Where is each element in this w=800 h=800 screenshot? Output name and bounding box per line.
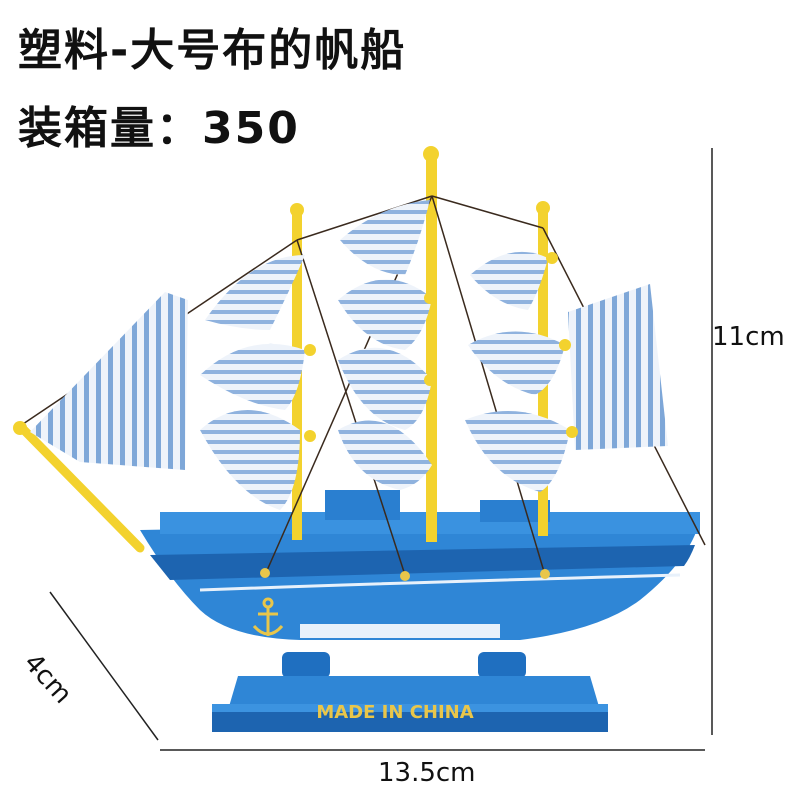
stand-text: MADE IN CHINA	[316, 702, 473, 723]
fore-sail-low	[200, 410, 300, 510]
anchor-icon	[252, 597, 284, 636]
yard-knobs	[13, 146, 578, 442]
deck-pins	[260, 568, 550, 581]
hull	[140, 490, 700, 640]
height-label: 11cm	[712, 322, 785, 352]
mizzen-sail-low	[465, 411, 570, 492]
main-sail-mid	[338, 347, 432, 430]
main-sail-top	[340, 200, 430, 275]
stand	[212, 652, 608, 732]
jib-sail	[30, 292, 188, 470]
product-title: 塑料-大号布的帆船	[18, 25, 407, 76]
fore-sail-mid	[200, 343, 305, 410]
mizzen-sail-mid	[468, 331, 565, 395]
fore-sail-top	[205, 255, 305, 330]
stern-sail	[568, 284, 668, 450]
depth-dimension-line	[49, 591, 159, 741]
sails	[30, 200, 668, 510]
width-label: 13.5cm	[378, 758, 476, 788]
main-sail-low	[338, 420, 432, 490]
main-sail-upper	[338, 279, 432, 350]
packing-quantity: 装箱量：350	[18, 103, 300, 154]
mizzen-sail-top	[470, 251, 548, 310]
